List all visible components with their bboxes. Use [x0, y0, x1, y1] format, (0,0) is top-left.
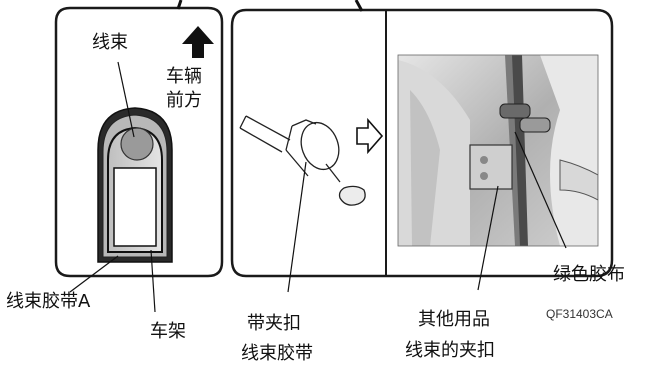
label-green-tape: 绿色胶布: [553, 264, 625, 285]
label-harness-tape-a: 线束胶带A: [6, 291, 91, 312]
right-outline-arrow-icon: [356, 117, 384, 155]
clip-drawing: [239, 115, 366, 206]
harness-cross-section: [120, 127, 154, 161]
installation-photo: [398, 55, 598, 246]
label-harness: 线束: [92, 32, 128, 53]
right-panel: [230, 0, 614, 278]
figure-code: QF31403CA: [546, 307, 613, 321]
left-panel: 线束 车辆 前方: [54, 0, 224, 278]
label-frame: 车架: [150, 321, 186, 342]
label-clip-tape-1: 带夹扣: [247, 313, 301, 334]
label-other-clip-1: 其他用品: [418, 309, 490, 330]
label-clip-tape-2: 线束胶带: [241, 343, 313, 364]
label-vehicle-front-2: 前方: [166, 90, 202, 111]
up-arrow-icon: [182, 26, 214, 58]
label-vehicle-front-1: 车辆: [166, 66, 202, 87]
label-other-clip-2: 线束的夹扣: [405, 340, 495, 361]
frame-cross-section: [97, 107, 173, 263]
